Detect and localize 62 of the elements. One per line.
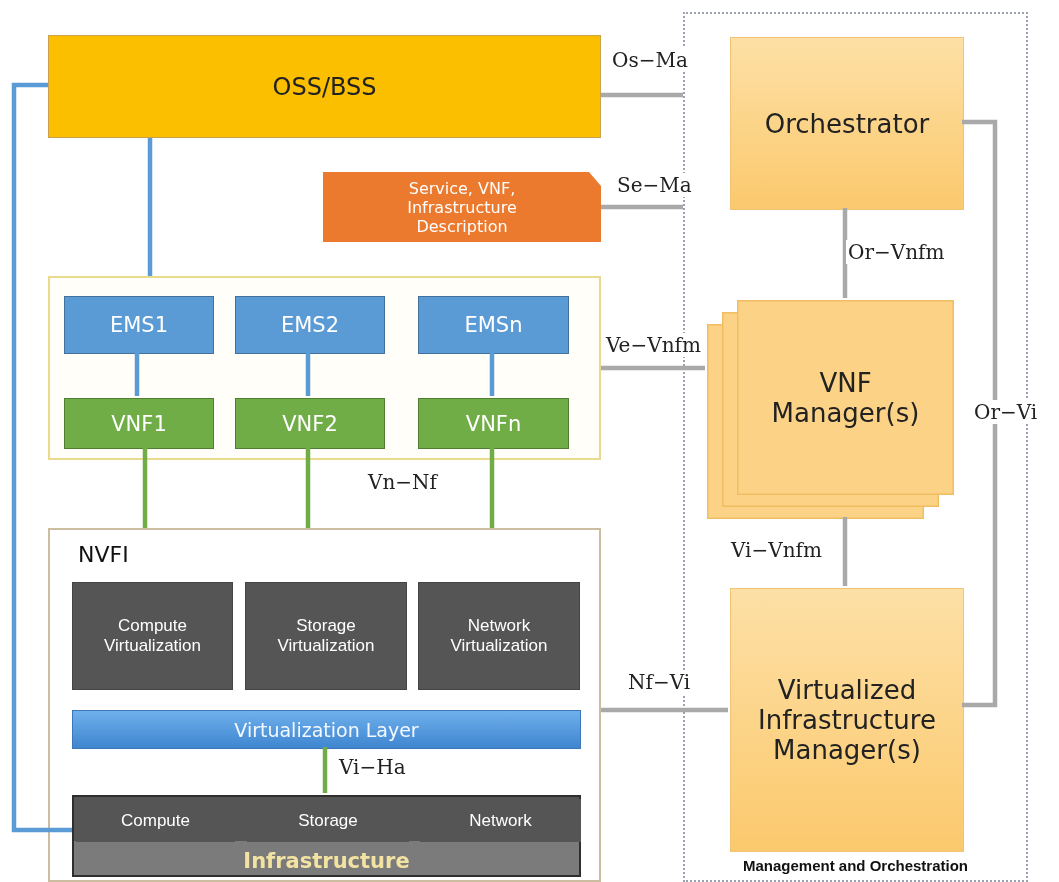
connector-line xyxy=(305,352,311,396)
box-label: Service, VNF, Infrastructure Description xyxy=(406,178,518,236)
edge-label: Se−Ma xyxy=(615,173,694,197)
box-label: Storage Virtualization xyxy=(276,616,376,656)
ems-box xyxy=(64,296,214,354)
box-label: Network Virtualization xyxy=(449,616,549,656)
region-title: NVFI xyxy=(78,542,129,567)
box-label: VNF Manager(s) xyxy=(770,367,921,428)
hardware-box xyxy=(420,799,581,842)
edge-label: Ve−Vnfm xyxy=(604,333,703,357)
box-label: VNF2 xyxy=(282,411,338,436)
edge-label: Os−Ma xyxy=(610,48,690,72)
virtualization-layer-bar xyxy=(72,710,581,749)
box-label: VNF1 xyxy=(111,411,167,436)
box-label: Compute Virtualization xyxy=(103,616,202,656)
manager-box xyxy=(730,37,964,210)
box-label: EMSn xyxy=(464,313,523,337)
connector-line xyxy=(489,352,495,396)
connector-line xyxy=(962,119,998,708)
nfvi-region xyxy=(48,528,601,882)
bar-label: Virtualization Layer xyxy=(234,718,419,741)
box-label: Network xyxy=(469,810,532,831)
connector-line xyxy=(134,352,140,396)
connector-line xyxy=(601,707,728,713)
region-title: Management and Orchestration xyxy=(742,857,968,874)
connector-line xyxy=(601,92,683,98)
connector-line xyxy=(147,138,153,276)
connector-line xyxy=(11,82,72,833)
vnf-manager-stack xyxy=(707,300,954,519)
virtualization-box xyxy=(245,582,407,690)
box-label: Storage xyxy=(298,810,358,831)
edge-label: Or−Vnfm xyxy=(846,240,947,264)
description-box xyxy=(323,172,601,242)
virtualization-box xyxy=(72,582,233,690)
virtualization-box xyxy=(418,582,580,690)
ems-box xyxy=(418,296,569,354)
vnf-group-box xyxy=(48,276,601,460)
box-label: Virtualized Infrastructure Manager(s) xyxy=(757,675,937,765)
connector-line xyxy=(322,747,328,793)
connector-line xyxy=(142,447,148,528)
oss-bss-box xyxy=(48,35,601,138)
box-label: Infrastructure xyxy=(243,849,410,873)
infrastructure-box xyxy=(72,795,581,877)
connector-line xyxy=(305,447,311,528)
connector-line xyxy=(601,204,683,210)
ems-box xyxy=(235,296,385,354)
box-label: OSS/BSS xyxy=(272,72,377,101)
vnf-box xyxy=(64,398,214,449)
edge-label: Or−Vi xyxy=(972,400,1040,424)
box-label: Compute xyxy=(121,810,190,831)
connector-line xyxy=(842,517,848,586)
box-label: EMS2 xyxy=(280,313,340,337)
connector-line xyxy=(601,365,705,371)
box-label: VNFn xyxy=(465,411,522,436)
manager-box xyxy=(730,588,964,852)
vnf-box xyxy=(418,398,569,449)
box-label: EMS1 xyxy=(109,313,169,337)
edge-label: Nf−Vi xyxy=(626,670,693,694)
connector-line xyxy=(489,447,495,528)
connector-line xyxy=(842,208,848,298)
vnf-box xyxy=(235,398,385,449)
box-label: Orchestrator xyxy=(764,108,930,139)
